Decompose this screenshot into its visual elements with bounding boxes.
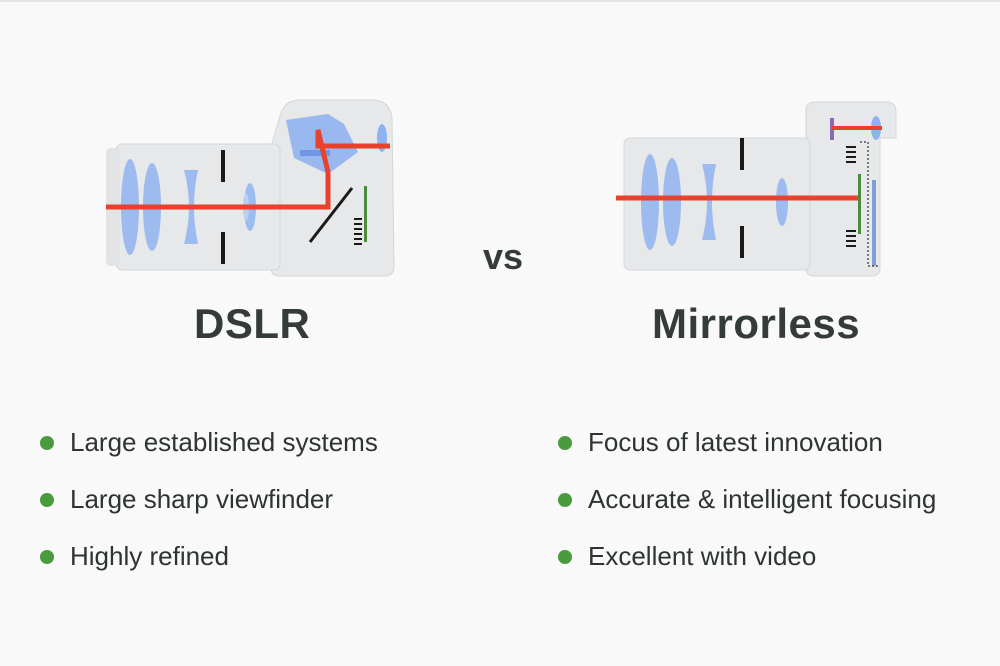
feature-text: Excellent with video <box>588 541 817 571</box>
mirrorless-lens-element <box>663 158 681 246</box>
top-divider <box>0 0 1000 2</box>
mirrorless-aperture <box>740 226 744 258</box>
feature-text: Accurate & intelligent focusing <box>588 484 937 514</box>
mirrorless-cross-section-icon <box>616 101 897 277</box>
mirrorless-lens-element <box>776 178 788 226</box>
dslr-mirror <box>308 187 354 243</box>
list-item: Focus of latest innovation <box>558 414 936 471</box>
dslr-aperture <box>221 232 225 264</box>
bullet-icon <box>40 549 54 564</box>
bullet-icon <box>40 435 54 450</box>
dslr-feature-list: Large established systems Large sharp vi… <box>40 414 378 585</box>
mirrorless-rear-screen <box>872 180 876 266</box>
dslr-light-path <box>106 129 390 210</box>
mirrorless-aperture <box>740 138 744 170</box>
dslr-sensor <box>364 186 367 242</box>
bullet-icon <box>558 549 572 564</box>
mirrorless-lens-element <box>641 154 659 250</box>
mirrorless-feature-list: Focus of latest innovation Accurate & in… <box>558 414 936 585</box>
list-item: Highly refined <box>40 528 378 585</box>
mirrorless-sensor <box>858 174 861 234</box>
dslr-cross-section-icon <box>106 99 395 277</box>
list-item: Large sharp viewfinder <box>40 471 378 528</box>
bullet-icon <box>558 435 572 450</box>
feature-text: Large established systems <box>70 427 378 457</box>
bullet-icon <box>40 492 54 507</box>
dslr-aperture <box>221 150 225 182</box>
mirrorless-title: Mirrorless <box>652 300 861 347</box>
list-item: Large established systems <box>40 414 378 471</box>
mirrorless-lens-element <box>702 164 716 240</box>
feature-text: Highly refined <box>70 541 229 571</box>
feature-text: Large sharp viewfinder <box>70 484 334 514</box>
feature-text: Focus of latest innovation <box>588 427 883 457</box>
vs-separator: vs <box>483 236 524 277</box>
bullet-icon <box>558 492 572 507</box>
dslr-title: DSLR <box>194 300 311 347</box>
list-item: Excellent with video <box>558 528 936 585</box>
list-item: Accurate & intelligent focusing <box>558 471 936 528</box>
